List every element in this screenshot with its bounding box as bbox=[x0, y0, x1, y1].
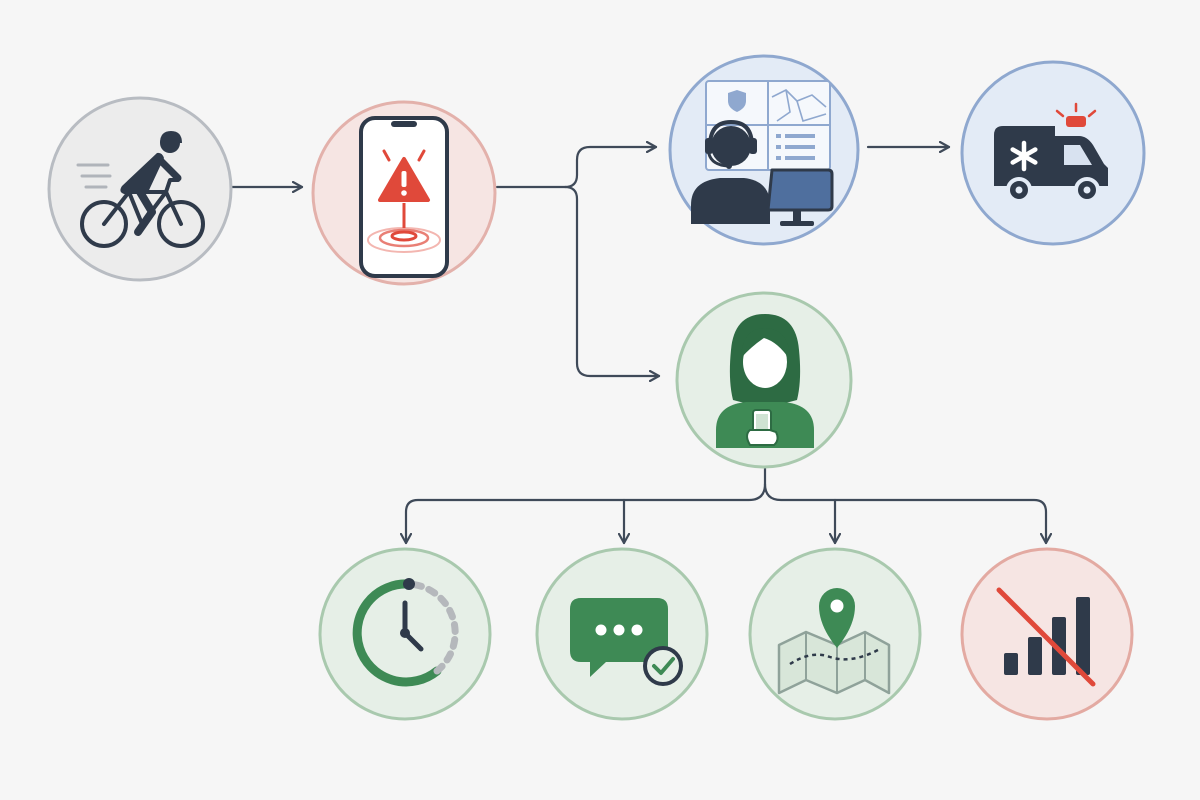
map-pin-icon bbox=[777, 588, 891, 695]
person-phone-icon bbox=[716, 314, 814, 448]
cyclist-icon bbox=[76, 131, 205, 248]
edge-phone-to-contact bbox=[563, 185, 661, 376]
ambulance-icon bbox=[994, 102, 1108, 203]
edge-contact-trunk bbox=[406, 466, 767, 545]
edge-phone-to-dispatch bbox=[495, 147, 658, 189]
no-signal-icon bbox=[996, 587, 1096, 687]
phone-alert-icon bbox=[359, 116, 449, 278]
dispatch-operator-icon bbox=[691, 80, 834, 226]
edge-contact-to-no-signal bbox=[763, 482, 1046, 545]
timer-icon bbox=[352, 578, 459, 687]
message-check-icon bbox=[570, 598, 683, 686]
node-no-signal bbox=[960, 547, 1134, 721]
